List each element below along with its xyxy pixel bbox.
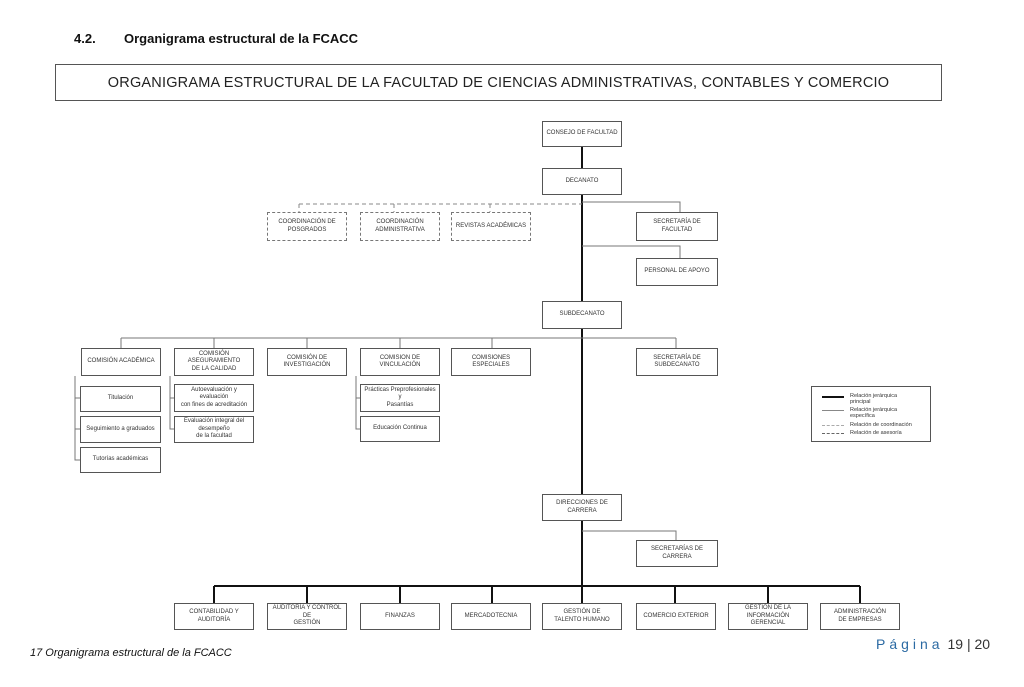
node-secretaria-subdecanato: SECRETARÍA DE SUBDECANATO <box>636 348 718 376</box>
node-gestion-informacion-gerencial: GESTIÓN DE LA INFORMACIÓN GERENCIAL <box>728 603 808 630</box>
node-comision-investigacion: COMISIÓN DE INVESTIGACIÓN <box>267 348 347 376</box>
chart-banner: ORGANIGRAMA ESTRUCTURAL DE LA FACULTAD D… <box>55 64 942 101</box>
legend: Relación jerárquica principal Relación j… <box>811 386 931 442</box>
page-word: Página <box>876 636 944 652</box>
node-autoevaluacion: Autoevaluación y evaluación con fines de… <box>174 384 254 412</box>
node-coordinacion-administrativa: COORDINACIÓN ADMINISTRATIVA <box>360 212 440 241</box>
page-separator: | <box>963 636 975 652</box>
node-consejo-facultad: CONSEJO DE FACULTAD <box>542 121 622 147</box>
line-especifica <box>74 201 681 540</box>
node-secretaria-facultad: SECRETARÍA DE FACULTAD <box>636 212 718 241</box>
node-subdecanato: SUBDECANATO <box>542 301 622 329</box>
legend-principal-swatch <box>822 396 844 398</box>
node-comision-aseguramiento-calidad: COMISIÓN ASEGURAMIENTO DE LA CALIDAD <box>174 348 254 376</box>
node-seguimiento-graduados: Seguimiento a graduados <box>80 416 161 443</box>
node-personal-apoyo: PERSONAL DE APOYO <box>636 258 718 286</box>
node-evaluacion-integral: Evaluación integral del desempeño de la … <box>174 416 254 443</box>
node-decanato: DECANATO <box>542 168 622 195</box>
legend-especifica-swatch <box>822 410 844 411</box>
page-number: Página 19 | 20 <box>876 636 990 652</box>
figure-caption: 17 Organigrama estructural de la FCACC <box>30 647 232 659</box>
node-comercio-exterior: COMERCIO EXTERIOR <box>636 603 716 630</box>
node-gestion-talento-humano: GESTIÓN DE TALENTO HUMANO <box>542 603 622 630</box>
page-total: 20 <box>974 636 991 652</box>
section-number: 4.2. <box>74 31 96 46</box>
line-carreras-drops <box>213 586 861 603</box>
legend-coordinacion-swatch <box>822 425 844 426</box>
node-titulacion: Titulación <box>80 386 161 412</box>
node-contabilidad-auditoria: CONTABILIDAD Y AUDITORÍA <box>174 603 254 630</box>
section-heading: 4.2. Organigrama estructural de la FCACC <box>74 31 358 46</box>
node-administracion-empresas: ADMINISTRACIÓN DE EMPRESAS <box>820 603 900 630</box>
legend-asesoria-swatch <box>822 433 844 434</box>
legend-asesoria-label: Relación de asesoría <box>850 430 902 436</box>
page-current: 19 <box>947 636 964 652</box>
node-practicas-preprofesionales: Prácticas Preprofesionales y Pasantías <box>360 384 440 412</box>
node-direcciones-carrera: DIRECCIONES DE CARRERA <box>542 494 622 521</box>
node-comision-vinculacion: COMISION DE VINCULACIÓN <box>360 348 440 376</box>
line-asesoria <box>298 203 582 212</box>
node-auditoria-control-gestion: AUDITORÍA Y CONTROL DE GESTIÓN <box>267 603 347 630</box>
node-revistas-academicas: REVISTAS ACADÉMICAS <box>451 212 531 241</box>
section-title: Organigrama estructural de la FCACC <box>124 31 359 46</box>
node-comisiones-especiales: COMISIONES ESPECIALES <box>451 348 531 376</box>
node-tutorias-academicas: Tutorías académicas <box>80 447 161 473</box>
node-finanzas: FINANZAS <box>360 603 440 630</box>
node-educacion-continua: Educación Continua <box>360 416 440 442</box>
node-comision-academica: COMISIÓN ACADÉMICA <box>81 348 161 376</box>
legend-coordinacion-label: Relación de coordinación <box>850 422 912 428</box>
legend-principal-label: Relación jerárquica principal <box>850 393 898 406</box>
node-mercadotecnia: MERCADOTECNIA <box>451 603 531 630</box>
node-secretarias-carrera: SECRETARÍAS DE CARRERA <box>636 540 718 567</box>
node-coordinacion-posgrados: COORDINACIÓN DE POSGRADOS <box>267 212 347 241</box>
legend-especifica-label: Relación jerárquica específica <box>850 407 898 420</box>
